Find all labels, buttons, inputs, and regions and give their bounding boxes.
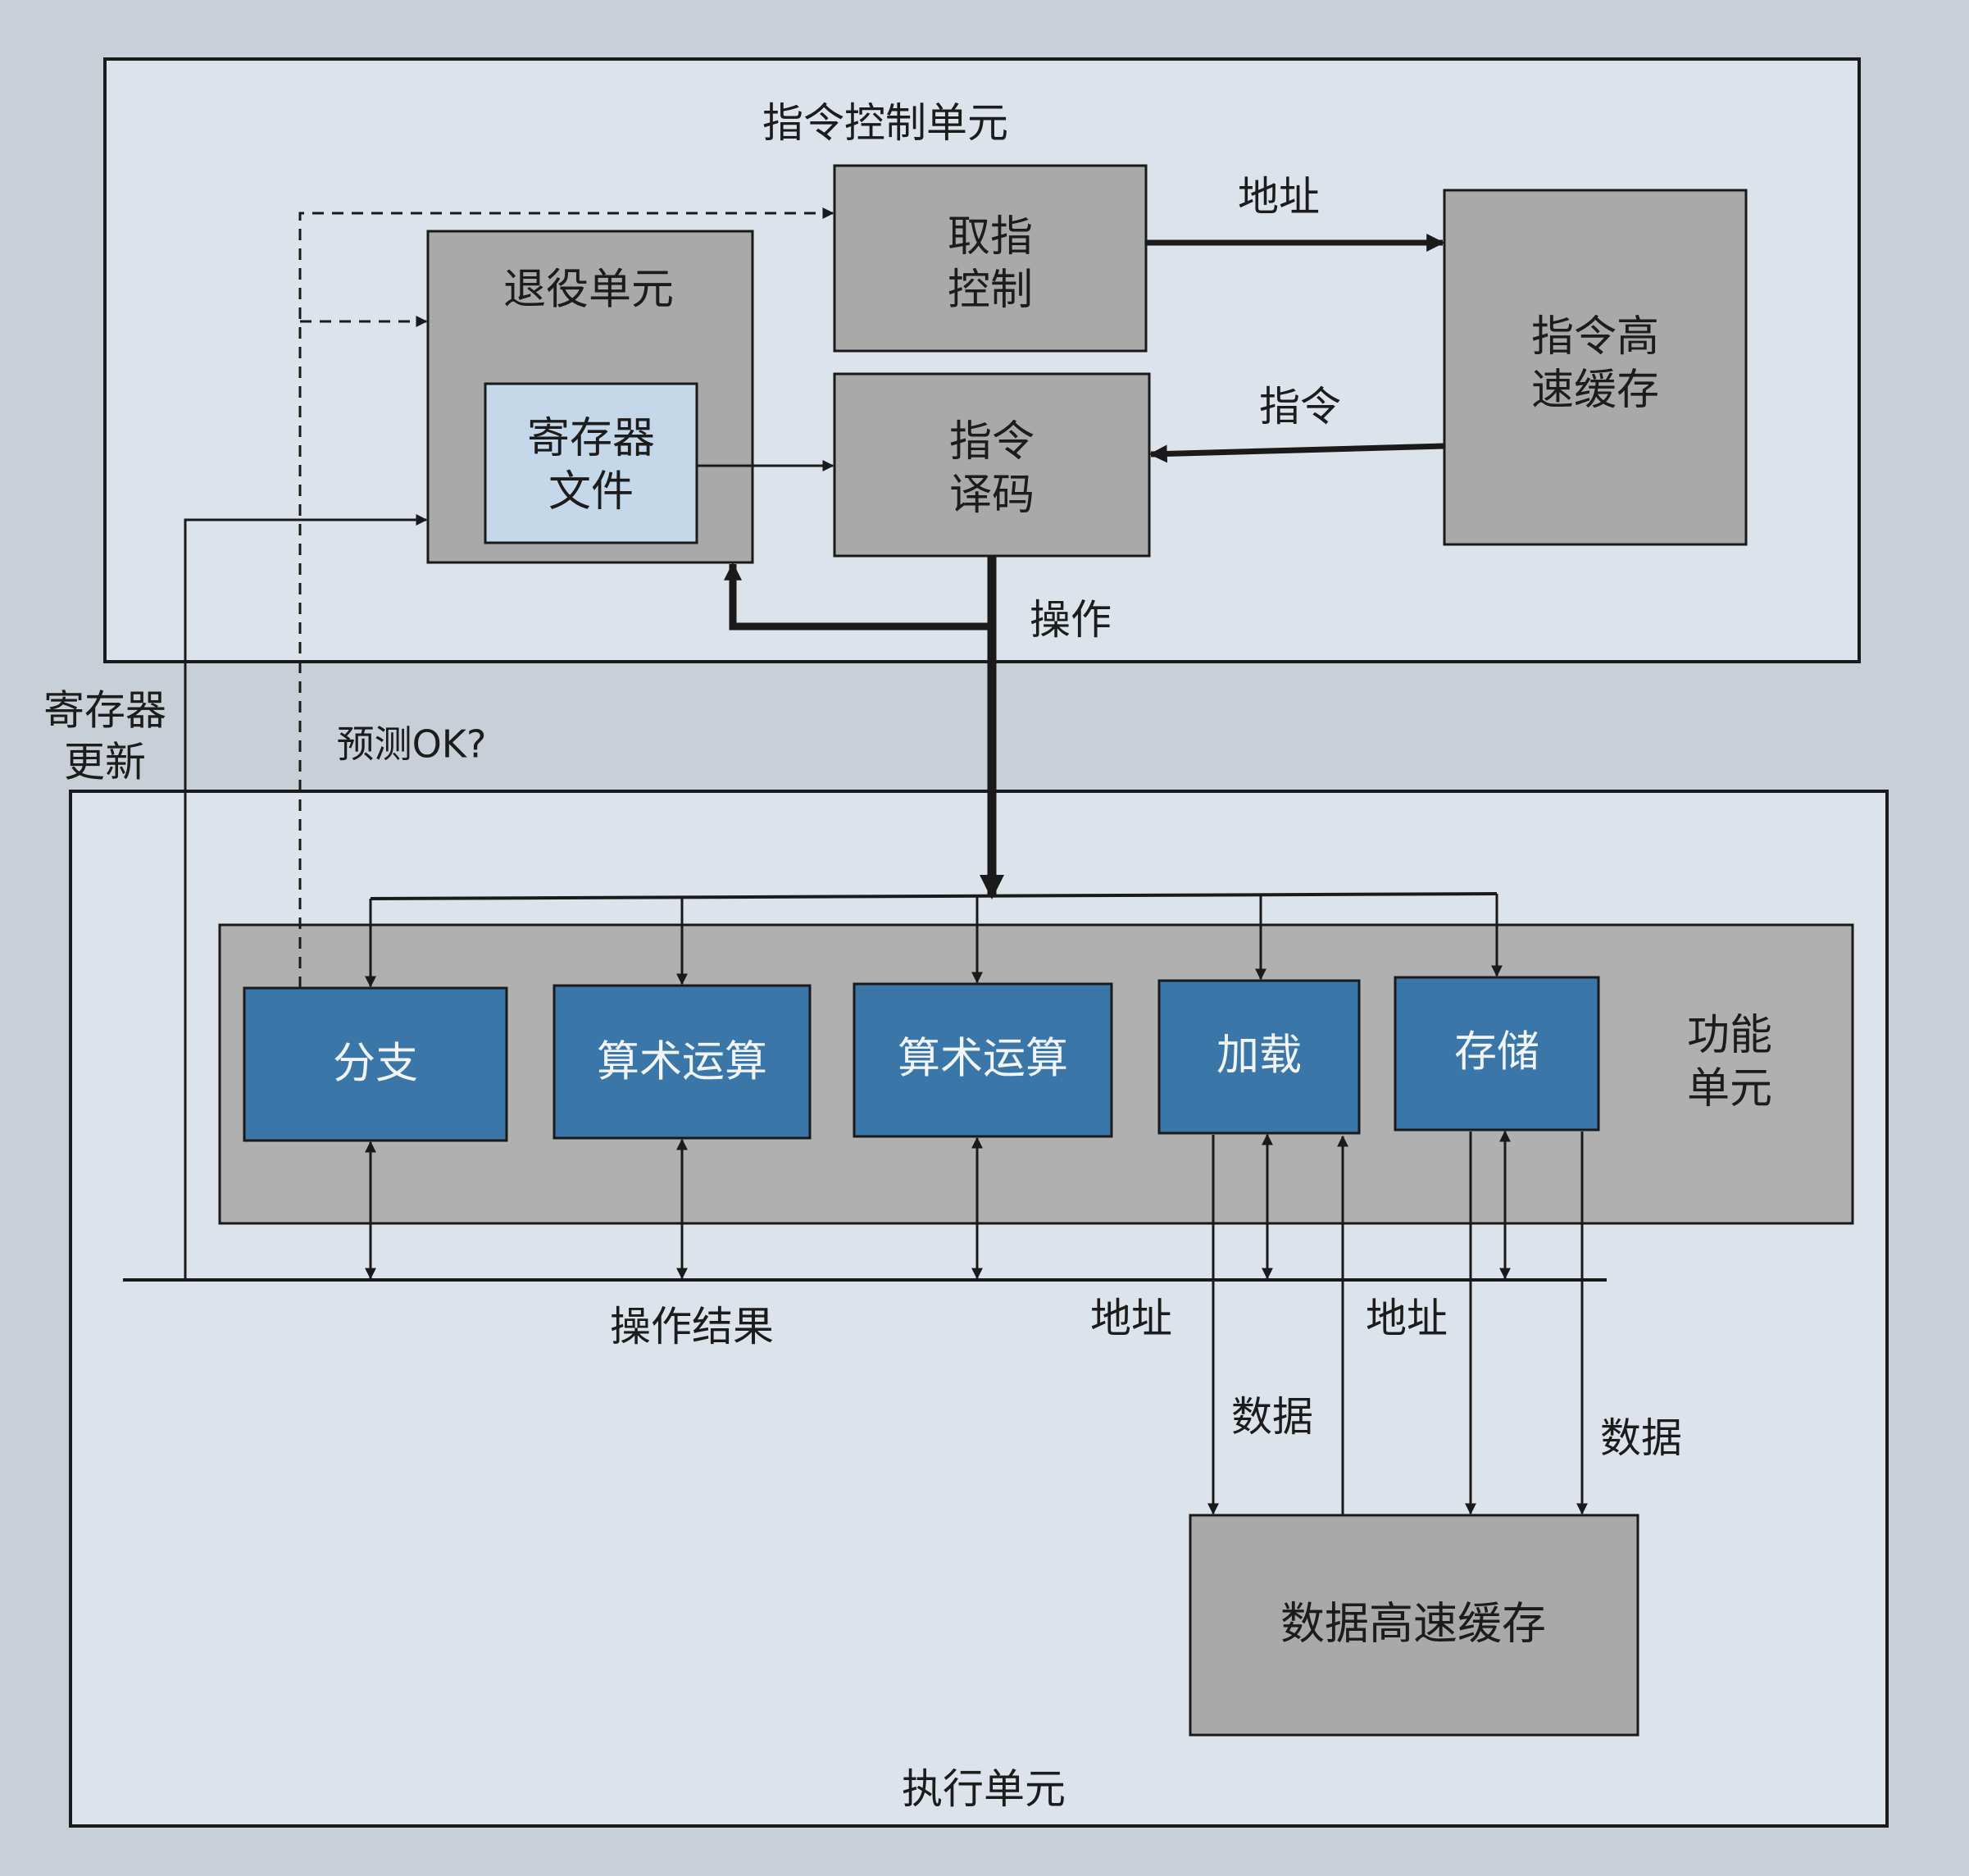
instruction-cache-block <box>1443 189 1748 546</box>
address-top-label: 地址 <box>1238 172 1320 221</box>
fu-load-label: 加载 <box>1216 1031 1303 1081</box>
fu-arith-2-label: 算术运算 <box>897 1034 1069 1084</box>
arrow-icache-to-decode <box>1148 443 1445 463</box>
register-file-label: 寄存器 文件 <box>526 414 656 517</box>
data-store-label: 数据 <box>1600 1414 1682 1462</box>
fu-branch <box>243 986 508 1142</box>
prediction-ok-dashed-to-fetch <box>298 207 834 988</box>
functional-units-title: 功能 单元 <box>1686 1011 1773 1113</box>
fu-arith-2 <box>853 982 1113 1138</box>
fu-store-label: 存储 <box>1453 1027 1540 1077</box>
register-updates-label: 寄存器 更新 <box>43 686 166 786</box>
operation-results-label: 操作结果 <box>610 1302 774 1350</box>
instructions-label: 指令 <box>1259 382 1341 430</box>
operations-bus <box>370 892 1498 900</box>
arrow-register-updates <box>184 514 428 1280</box>
fu-load <box>1157 979 1361 1135</box>
retirement-unit-label: 退役单元 <box>502 265 675 315</box>
address-load-label: 地址 <box>1090 1294 1172 1342</box>
fu-branch-label: 分支 <box>332 1039 419 1089</box>
fetch-control-label: 取指 控制 <box>947 212 1034 315</box>
execution-unit-title: 执行单元 <box>902 1764 1066 1813</box>
prediction-ok-label: 预测OK? <box>336 722 487 767</box>
data-cache-label: 数据高速缓存 <box>1280 1597 1546 1650</box>
operations-label: 操作 <box>1030 595 1112 644</box>
data-load-label: 数据 <box>1231 1392 1313 1441</box>
fetch-control-block <box>833 164 1148 353</box>
fu-store <box>1394 976 1600 1132</box>
register-file-block <box>484 382 698 544</box>
data-cache-block <box>1189 1514 1639 1737</box>
fu-arith-1 <box>553 984 812 1140</box>
fu-arith-1-label: 算术运算 <box>596 1037 768 1087</box>
instruction-decode-block <box>833 372 1151 558</box>
address-store-label: 地址 <box>1366 1294 1448 1342</box>
instruction-decode-label: 指令 译码 <box>948 417 1035 520</box>
instruction-cache-label: 指令高 速缓存 <box>1530 312 1660 415</box>
instruction-control-unit-title: 指令控制单元 <box>762 98 1008 147</box>
